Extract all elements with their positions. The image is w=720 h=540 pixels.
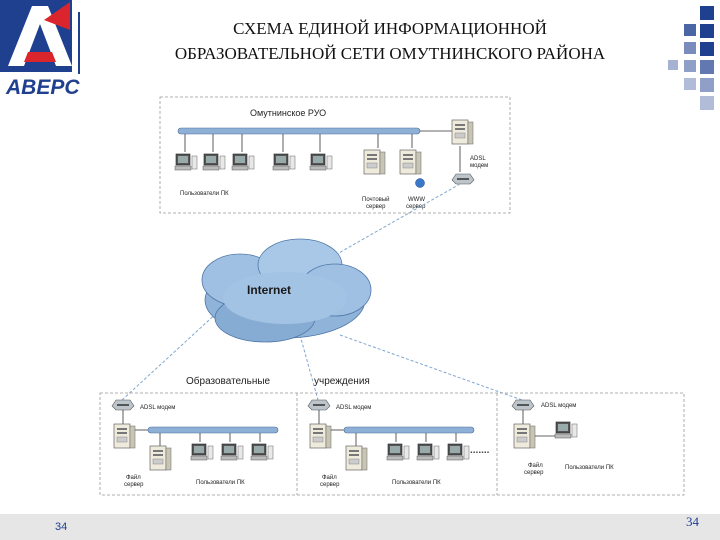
ruo-pc-5 [310, 154, 332, 170]
edu-label-left: Образовательные [186, 375, 271, 387]
school-1-file-server-label-2: сервер [124, 482, 144, 488]
school-3-file-server-label-1: Файл [528, 462, 543, 469]
ruo-network-bus [178, 128, 420, 134]
school-2-users-label: Пользователи ПК [392, 480, 441, 486]
ruo-adsl-label-1: ADSL [470, 156, 486, 162]
page-number-left: 34 [55, 521, 67, 533]
school-2-pc-3 [447, 444, 469, 460]
school-3-file-server-label-2: сервер [524, 470, 544, 476]
mail-server-label-2: сервер [366, 204, 386, 210]
ruo-pc-4 [273, 154, 295, 170]
ruo-pc-1 [175, 154, 197, 170]
school-2-adsl-label: ADSL модем [336, 405, 371, 411]
school-1-adsl-label: ADSL модем [140, 405, 175, 411]
school-2-pc-2 [417, 444, 439, 460]
edu-label-right: учреждения [314, 376, 370, 387]
school-3-pc-1 [555, 422, 577, 438]
school-2-pc-1 [387, 444, 409, 460]
ruo-gateway-server [452, 120, 473, 144]
school-3-adsl-modem [512, 400, 534, 410]
internet-label: Internet [247, 283, 291, 297]
school-2-file-server [346, 446, 367, 470]
ruo-users-label: Пользователи ПК [180, 191, 229, 197]
school-2-gateway-server [310, 424, 331, 448]
school-1-pc-1 [191, 444, 213, 460]
ruo-label: Омутнинское РУО [250, 108, 326, 118]
school-2: ADSL модем Файл сервер Пользователи ПК [308, 400, 474, 488]
school-1-pc-3 [251, 444, 273, 460]
www-server-label-1: WWW [408, 197, 425, 203]
ruo-pc-2 [203, 154, 225, 170]
school-3-adsl-label: ADSL модем [541, 403, 576, 409]
globe-icon [416, 179, 425, 188]
school-2-bus [344, 427, 474, 433]
school-1-users-label: Пользователи ПК [196, 480, 245, 486]
more-institutions-ellipsis: ....... [470, 445, 490, 456]
school-2-file-server-label-2: сервер [320, 482, 340, 488]
school-2-file-server-label-1: Файл [322, 474, 337, 481]
school-1-file-server [150, 446, 171, 470]
ruo-adsl-label-2: модем [470, 163, 488, 169]
school-1-adsl-modem [112, 400, 134, 410]
page-number-right: 34 [686, 514, 699, 530]
school-2-adsl-modem [308, 400, 330, 410]
school-3: ADSL модем Файл сервер Пользователи ПК [512, 400, 614, 476]
school-3-users-label: Пользователи ПК [565, 465, 614, 471]
school-1-bus [148, 427, 278, 433]
ruo-pc-3 [232, 154, 254, 170]
school-1-file-server-label-1: Файл [126, 474, 141, 481]
mail-server-label-1: Почтовый [362, 196, 390, 203]
footer-band [0, 514, 720, 540]
school-1-gateway-server [114, 424, 135, 448]
school-1-pc-2 [221, 444, 243, 460]
ruo-adsl-modem [452, 174, 474, 184]
www-server [400, 150, 421, 174]
school-1: ADSL модем Файл сервер Пользователи ПК [112, 400, 278, 488]
mail-server [364, 150, 385, 174]
school-3-gateway-server [514, 424, 535, 448]
